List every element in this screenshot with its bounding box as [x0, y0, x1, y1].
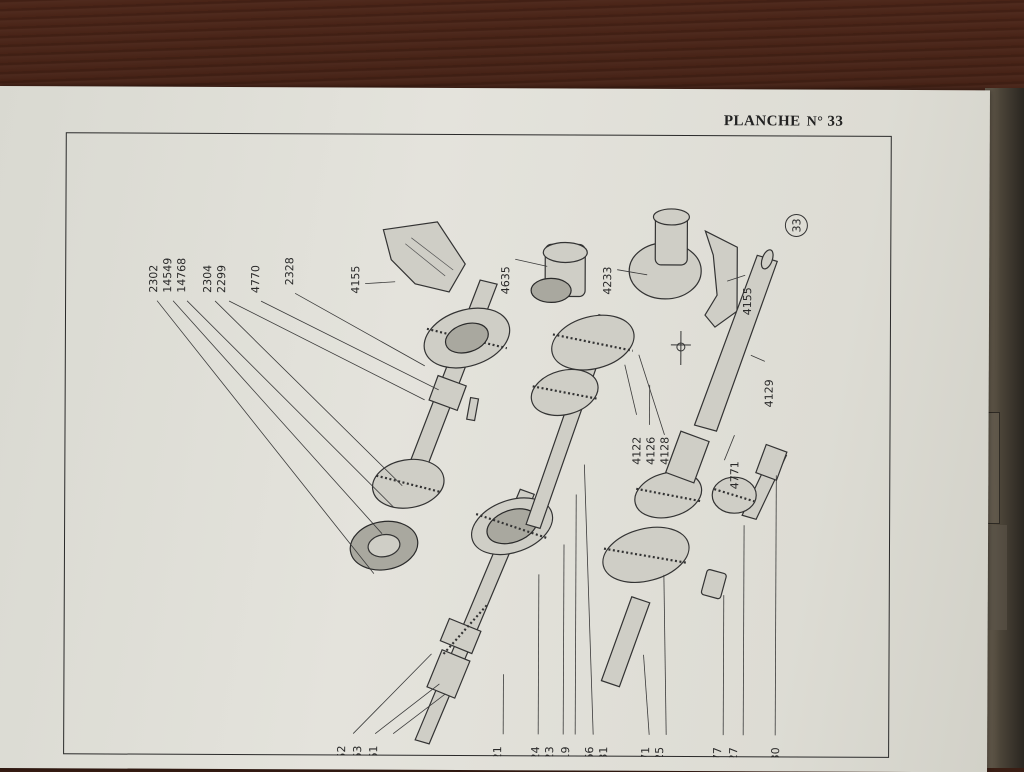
label-4763: 4763 — [351, 746, 364, 758]
top-housing-mid-part — [531, 242, 587, 302]
label-4155-left: 4155 — [349, 266, 362, 294]
plate-number-sign: N° — [807, 115, 824, 130]
upper-shaft-part — [409, 280, 517, 469]
plate-title: PLANCHE N°33 — [724, 113, 844, 131]
label-4121: 4121 — [491, 746, 504, 758]
circled-plate-number: 33 — [785, 214, 807, 236]
labels-top-left: 2302 14549 14768 2304 2299 4770 2328 — [147, 257, 296, 294]
top-housing-left-part — [383, 222, 465, 292]
top-housing-right-part — [629, 209, 738, 327]
circled-plate-number-text: 33 — [790, 218, 803, 232]
plate-number: 33 — [827, 114, 843, 130]
label-4127: 4127 — [727, 747, 740, 758]
plate-title-word: PLANCHE — [724, 113, 801, 129]
label-4130: 4130 — [769, 747, 782, 758]
label-4131: 4131 — [597, 747, 610, 758]
countershaft-part — [597, 431, 757, 592]
label-4124: 4124 — [529, 746, 542, 758]
label-4125: 4125 — [653, 747, 666, 758]
label-4771-right: 4771 — [728, 461, 741, 489]
label-4122: 4122 — [630, 437, 643, 465]
exploded-gearbox-drawing: 33 — [63, 132, 892, 758]
label-4155-right: 4155 — [741, 287, 754, 315]
crosshair-symbol — [671, 331, 691, 365]
label-14549: 14549 — [161, 258, 174, 293]
labels-bottom: 4552 4763 4761 4121 4124 4123 2319 4766 … — [335, 745, 782, 757]
label-2319: 2319 — [559, 746, 572, 757]
labels-mid: 4122 4126 4128 — [630, 437, 671, 465]
label-4761: 4761 — [367, 746, 380, 758]
label-2302: 2302 — [147, 265, 160, 293]
label-4771-bottom: 4771 — [639, 747, 652, 758]
label-4126: 4126 — [644, 437, 657, 465]
label-4233: 4233 — [601, 267, 614, 295]
label-4128: 4128 — [658, 437, 671, 465]
label-4123: 4123 — [543, 746, 556, 758]
label-4770: 4770 — [249, 265, 262, 293]
label-14768: 14768 — [175, 258, 188, 293]
label-2328: 2328 — [283, 257, 296, 285]
label-4552: 4552 — [335, 745, 348, 757]
label-2304: 2304 — [201, 265, 214, 293]
middle-shaft-part — [526, 306, 641, 528]
label-4635: 4635 — [499, 266, 512, 294]
left-gear-cluster-part — [346, 454, 448, 576]
label-4777: 4777 — [711, 747, 724, 758]
label-2299: 2299 — [215, 265, 228, 293]
label-4129: 4129 — [763, 379, 776, 407]
label-4766: 4766 — [583, 747, 596, 758]
